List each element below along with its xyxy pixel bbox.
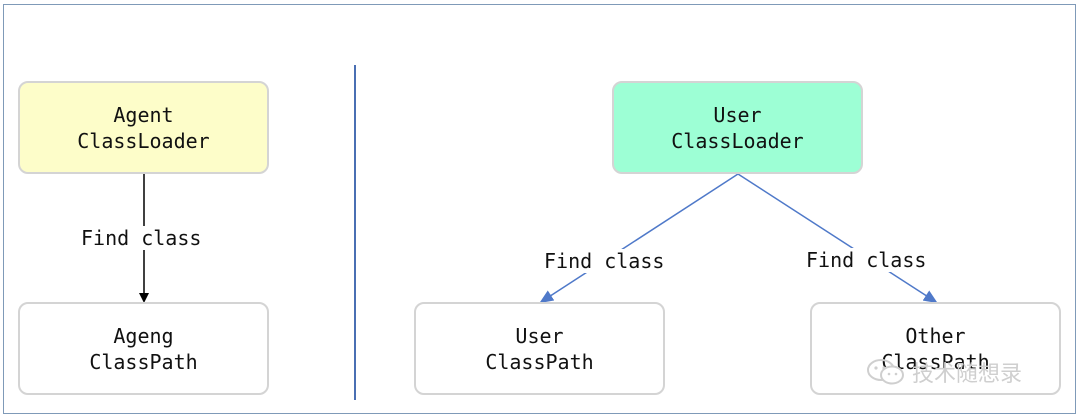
left-edge-label: Find class [78, 226, 205, 250]
agent-classpath-line2: ClassPath [89, 349, 198, 374]
right-edge-right-arrow [737, 173, 938, 304]
other-classpath-node: Other ClassPath [810, 302, 1061, 395]
right-edge-left-label: Find class [541, 249, 668, 273]
user-classloader-node: User ClassLoader [612, 81, 863, 174]
user-classpath-line2: ClassPath [485, 349, 594, 374]
right-edge-right-label: Find class [803, 248, 930, 272]
user-classpath-line1: User [515, 323, 564, 348]
right-edge-left-arrow [539, 173, 739, 304]
agent-classloader-node: Agent ClassLoader [18, 81, 269, 174]
user-classloader-line2: ClassLoader [671, 128, 804, 153]
agent-classloader-line1: Agent [113, 102, 174, 127]
user-classpath-node: User ClassPath [414, 302, 665, 395]
user-classloader-line1: User [713, 102, 762, 127]
agent-classpath-node: Ageng ClassPath [18, 302, 269, 395]
wechat-icon [867, 359, 904, 385]
agent-classpath-line1: Ageng [113, 323, 174, 348]
watermark-text: 技术随想录 [912, 362, 1023, 387]
agent-classloader-line2: ClassLoader [77, 128, 210, 153]
other-classpath-line1: Other [905, 323, 966, 348]
watermark: 技术随想录 [866, 356, 1022, 388]
